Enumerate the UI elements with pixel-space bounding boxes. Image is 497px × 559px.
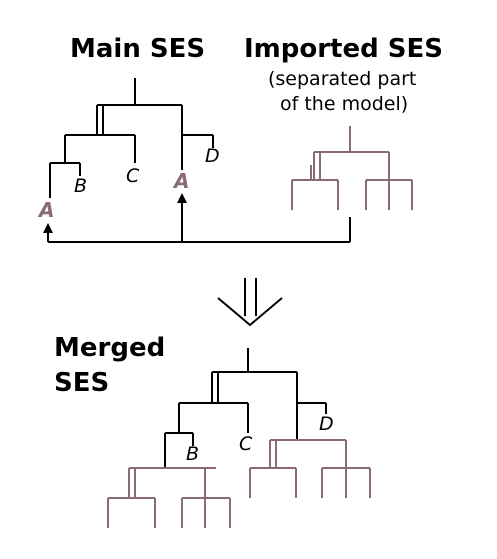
main-node-a-right-label: A: [172, 169, 189, 193]
merged-ses-tree-main: [164, 348, 327, 468]
merged-ses-tree-imported-left: [107, 467, 231, 528]
imported-ses-title: Imported SES: [244, 34, 443, 64]
main-node-b-label: B: [74, 175, 87, 197]
main-node-d-label: D: [205, 145, 220, 167]
import-connector: [43, 193, 351, 243]
main-node-a-left-label: A: [37, 198, 54, 222]
merged-ses-tree-imported-right: [249, 439, 371, 498]
merged-ses-title-line2: SES: [54, 368, 109, 398]
main-ses-tree: [49, 78, 214, 198]
merge-arrow-icon: [217, 278, 283, 327]
merged-node-c-label: C: [239, 433, 253, 455]
merged-ses-title-line1: Merged: [54, 333, 165, 363]
main-ses-title: Main SES: [70, 34, 205, 64]
merged-node-d-label: D: [319, 413, 334, 435]
merged-node-b-label: B: [186, 443, 199, 465]
imported-ses-note-line2: of the model): [280, 93, 408, 115]
main-node-c-label: C: [126, 165, 140, 187]
imported-ses-note-line1: (separated part: [268, 68, 416, 90]
imported-ses-tree: [291, 126, 413, 210]
